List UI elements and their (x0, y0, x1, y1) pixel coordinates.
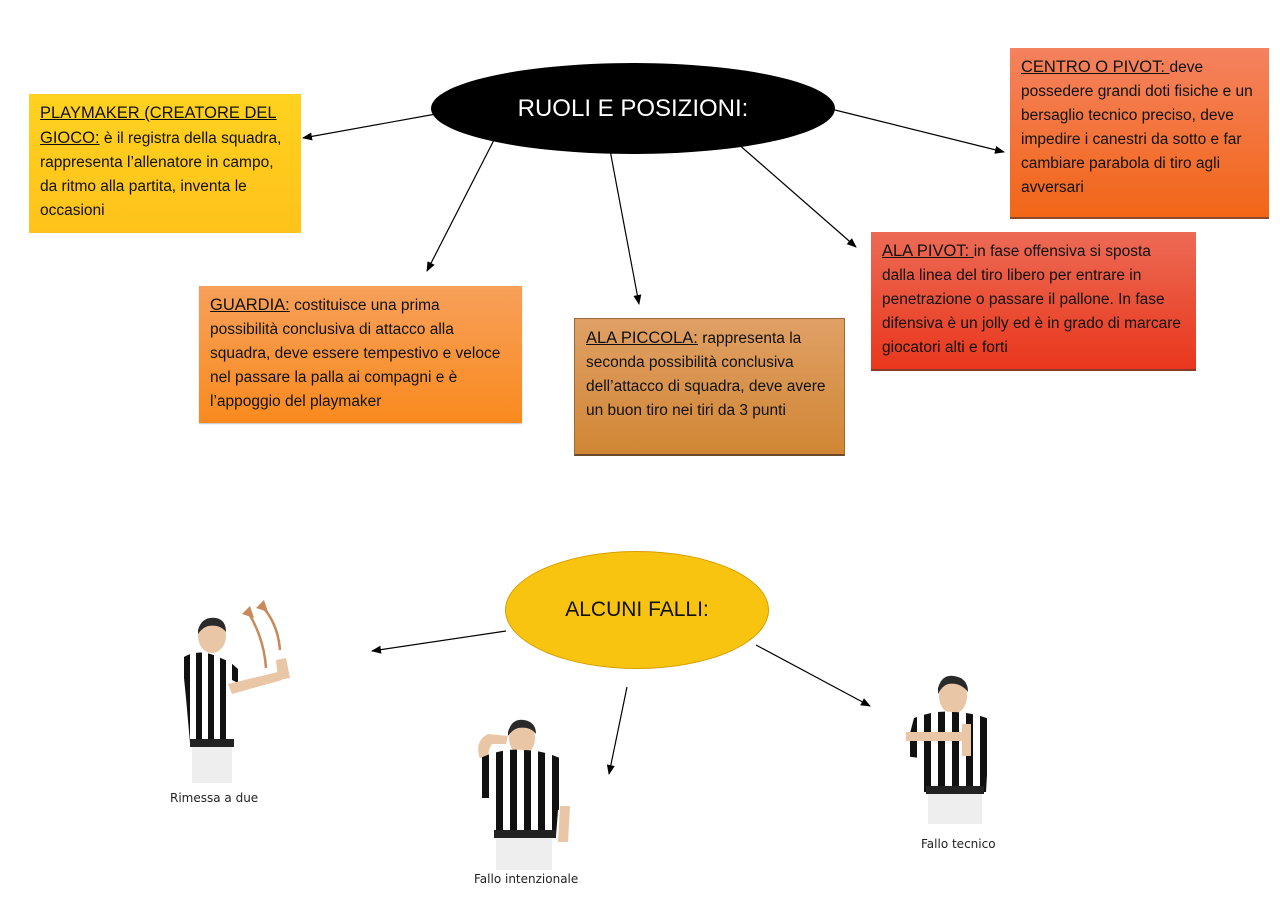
main-topic-node: RUOLI E POSIZIONI: (431, 63, 835, 154)
guardia-box: GUARDIA: costituisce una prima possibili… (199, 286, 522, 423)
ala-pivot-title: ALA PIVOT: (882, 242, 974, 260)
fouls-topic-label: ALCUNI FALLI: (565, 598, 709, 621)
centro-title: CENTRO O PIVOT: (1021, 58, 1170, 76)
ala-piccola-text: rappresenta la seconda possibilità concl… (586, 330, 826, 419)
arrow-to-tecnico (755, 644, 871, 707)
referee-intentional-foul-illustration (478, 719, 570, 870)
centro-text: deve possedere grandi doti fisiche e un … (1021, 59, 1253, 196)
playmaker-title: PLAYMAKER (CREATORE DEL GIOCO: (40, 104, 277, 147)
playmaker-text: è il registra della squadra, rappresenta… (40, 130, 282, 219)
arrow-to-guardia (426, 137, 496, 272)
guardia-title: GUARDIA: (210, 296, 290, 314)
arrow-to-playmaker (302, 113, 437, 141)
ala-piccola-box: ALA PICCOLA: rappresenta la seconda poss… (574, 318, 845, 456)
arrow-to-ala-pivot (736, 142, 857, 248)
fouls-topic-node: ALCUNI FALLI: (505, 551, 769, 669)
caption-intenzionale: Fallo intenzionale (474, 872, 579, 886)
arrow-to-intenzionale (606, 686, 628, 775)
caption-rimessa: Rimessa a due (170, 791, 259, 805)
referee-technical-foul-illustration (904, 675, 1002, 824)
arrow-to-rimessa (371, 630, 507, 654)
ala-pivot-text: in fase offensiva si sposta dalla linea … (882, 243, 1181, 356)
main-topic-label: RUOLI E POSIZIONI: (517, 94, 749, 122)
playmaker-box: PLAYMAKER (CREATORE DEL GIOCO: è il regi… (29, 94, 301, 233)
arrow-to-centro (834, 109, 1005, 154)
arrow-to-ala-piccola (609, 149, 642, 305)
ala-pivot-box: ALA PIVOT: in fase offensiva si sposta d… (871, 232, 1196, 371)
ala-piccola-title: ALA PICCOLA: (586, 329, 698, 347)
caption-tecnico: Fallo tecnico (921, 837, 996, 851)
referee-jump-ball-illustration (182, 600, 290, 783)
guardia-text: costituisce una prima possibilità conclu… (210, 297, 501, 410)
centro-box: CENTRO O PIVOT: deve possedere grandi do… (1010, 48, 1269, 219)
